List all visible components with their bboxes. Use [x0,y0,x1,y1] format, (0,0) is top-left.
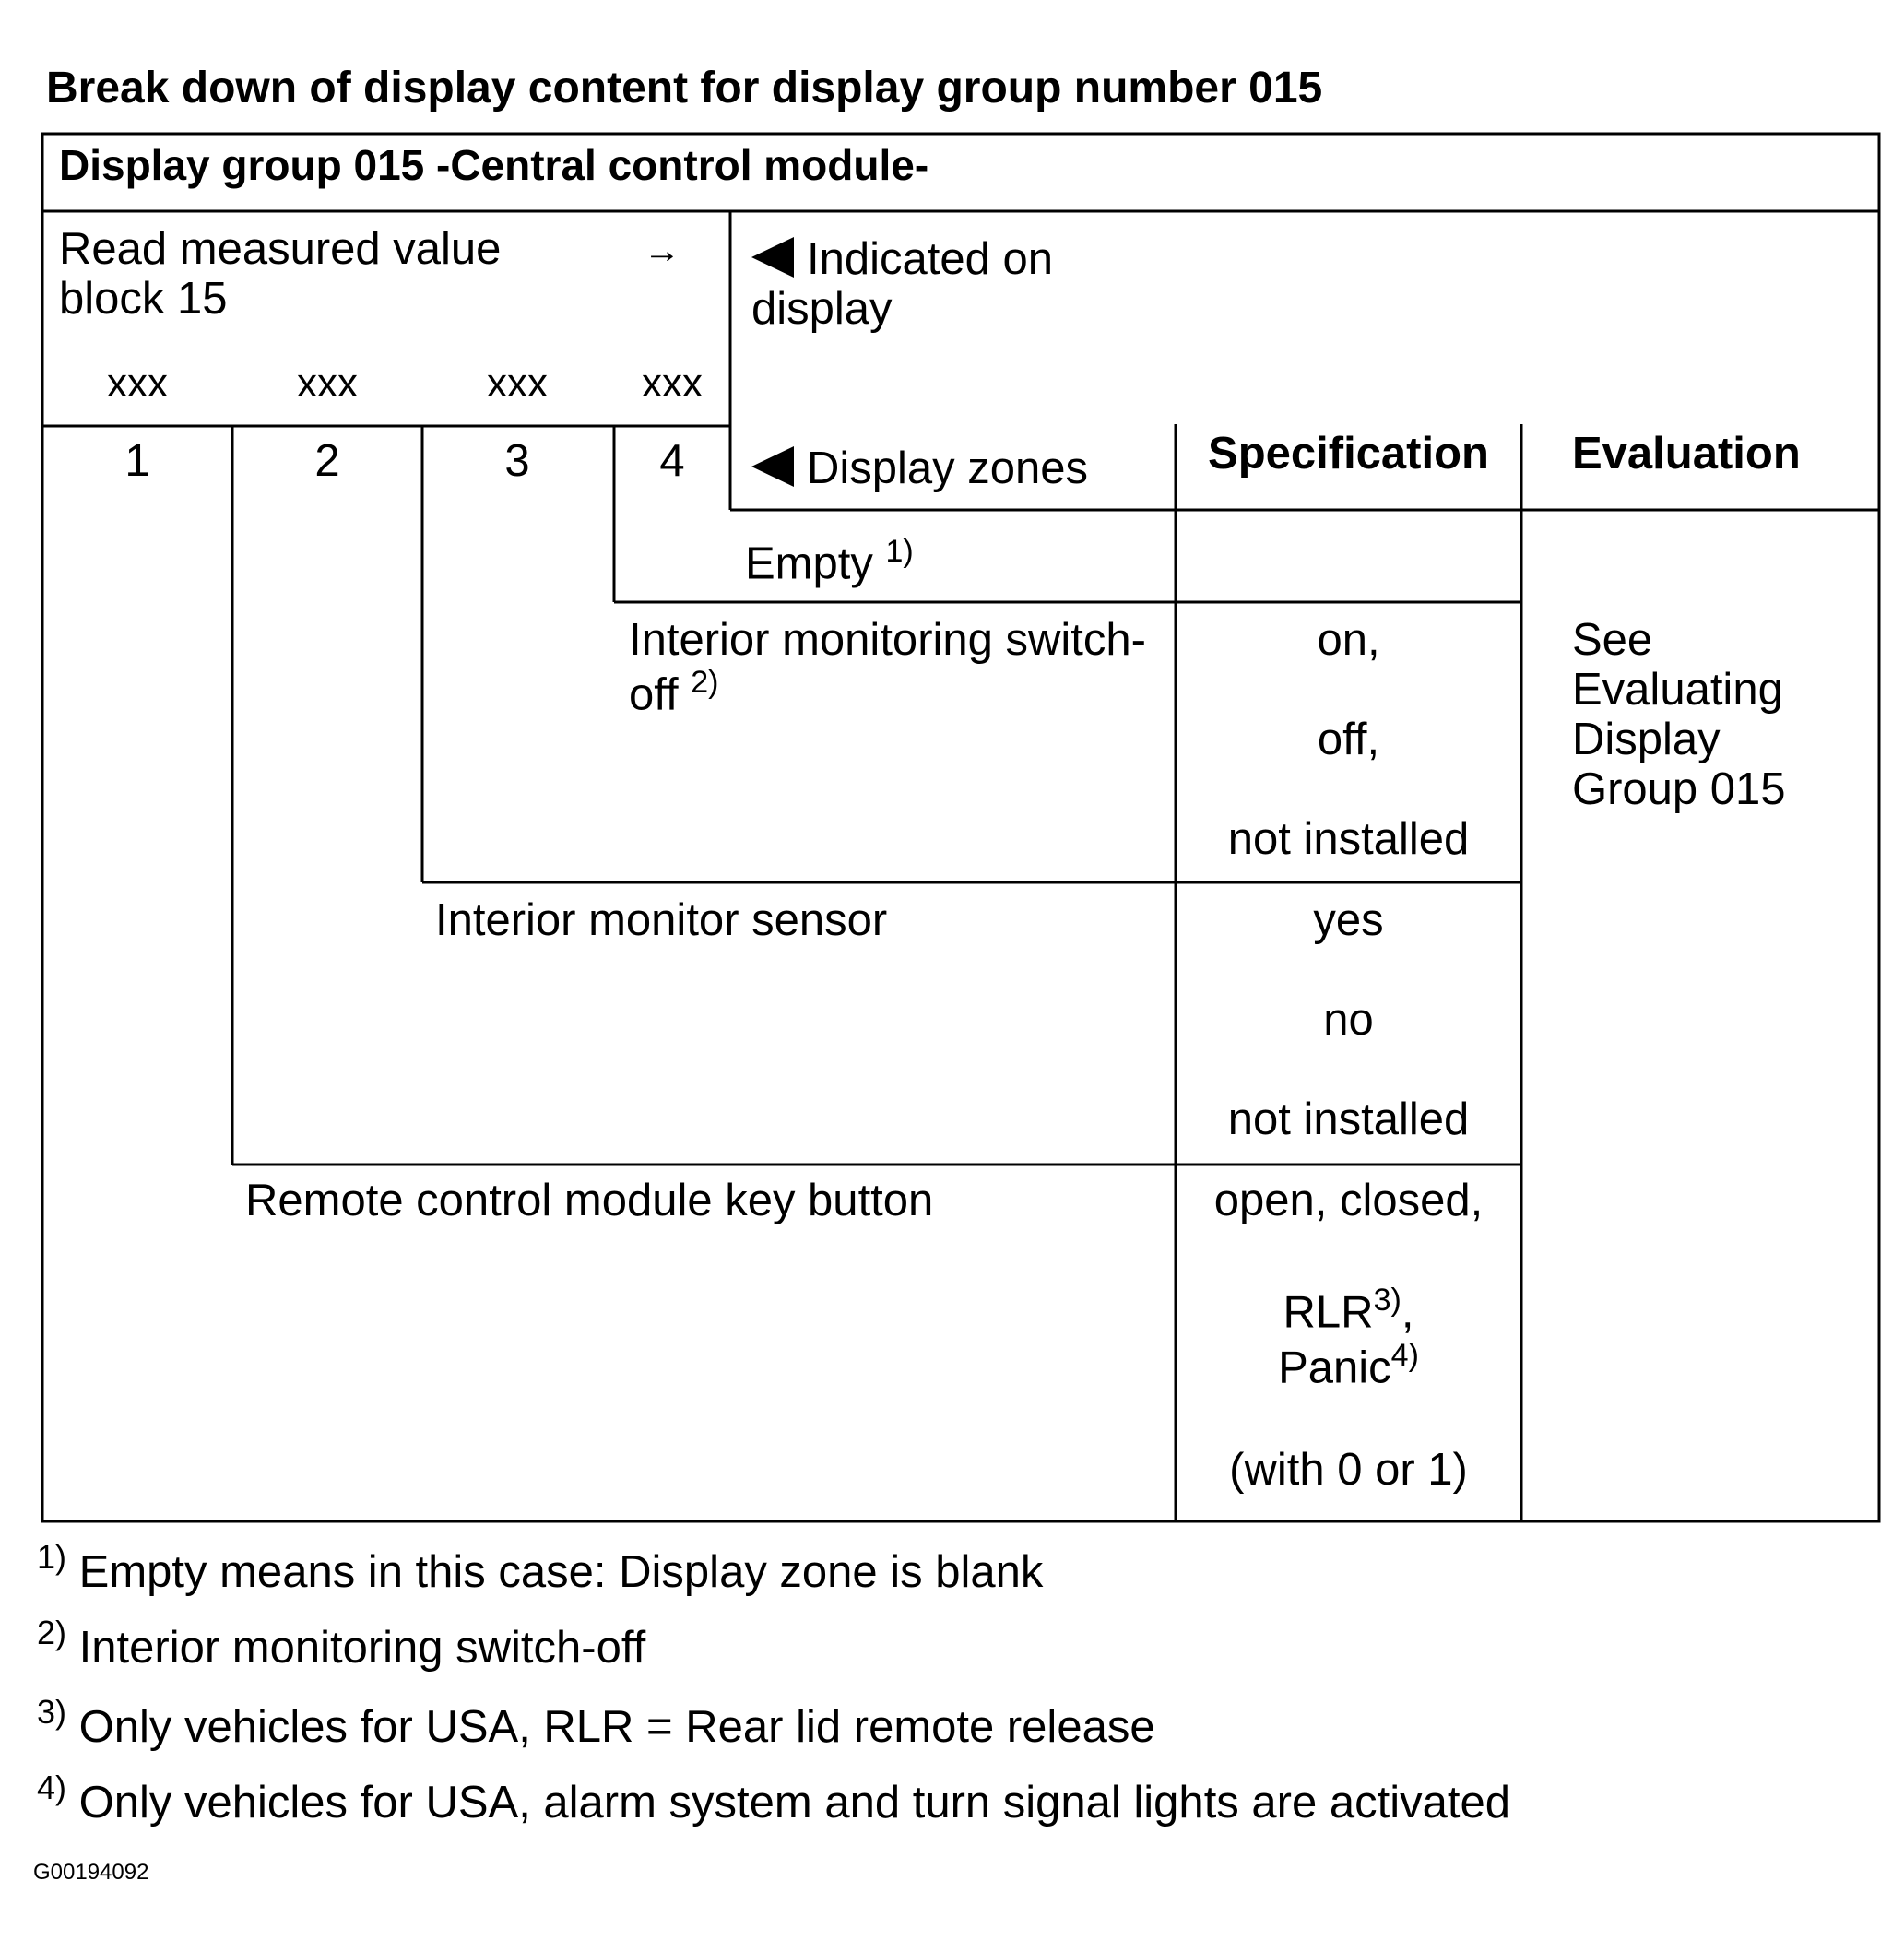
display-zones-label: Display zones [751,444,1088,494]
footnote-text-3: Only vehicles for USA, RLR = Rear lid re… [78,1701,1155,1752]
footnote-mark-2: 2) [37,1614,67,1651]
triangle-left-icon [751,237,794,278]
zone-number-3: 3 [504,436,530,486]
footnote-text-1: Empty means in this case: Display zone i… [78,1546,1044,1597]
xxx-1: xxx [107,361,168,406]
footnote-4: 4) Only vehicles for USA, alarm system a… [37,1768,1510,1828]
zone-number-4: 4 [659,436,685,486]
footnote-2: 2) Interior monitoring switch-off [37,1614,645,1674]
footnote-1: 1) Empty means in this case: Display zon… [37,1538,1043,1598]
footnote-ref-2: 2) [691,664,719,700]
xxx-3: xxx [487,361,548,406]
row-empty-label: Empty 1) [745,534,914,590]
read-block-label: Read measured value block 15 [59,224,502,325]
evaluation-line-1: See [1572,615,1653,665]
spec-rlr: RLR3), [1176,1283,1521,1339]
triangle-left-icon [751,446,794,487]
footnote-text-2: Interior monitoring switch-off [78,1622,646,1673]
footnote-ref-3: 3) [1373,1283,1401,1318]
spec-rlr-text: RLR [1283,1287,1374,1338]
footnote-mark-3: 3) [37,1693,67,1731]
zone-number-2: 2 [314,436,340,486]
footnote-mark-1: 1) [37,1538,67,1576]
row-sensor-label: Interior monitor sensor [435,895,888,945]
spec-not-installed-1: not installed [1227,814,1470,864]
arrow-right-icon: → [644,231,680,271]
xxx-2: xxx [297,361,358,406]
footnote-ref-1: 1) [885,534,914,569]
row-switch-off-label: Interior monitoring switch- off 2) [629,615,1146,720]
row-switch-off-line1: Interior monitoring switch- [629,615,1146,665]
group-header: Display group 015 -Central control modul… [59,141,929,189]
evaluation-text: See Evaluating Display Group 015 [1572,615,1786,815]
evaluation-line-2: Evaluating [1572,664,1783,715]
evaluation-line-4: Group 015 [1572,763,1786,814]
footnote-ref-4: 4) [1390,1338,1419,1373]
evaluation-header: Evaluation [1572,429,1801,479]
display-zones-text: Display zones [807,444,1089,493]
spec-on: on, [1317,615,1380,665]
spec-panic-text: Panic [1278,1343,1391,1393]
indicated-on-display-label: Indicated on display [751,234,1053,335]
spec-not-installed-2: not installed [1227,1094,1470,1144]
read-block-line2: block 15 [59,273,228,324]
row-remote-label: Remote control module key button [245,1176,934,1225]
specification-header: Specification [1208,429,1489,479]
spec-rlr-comma: , [1401,1287,1414,1338]
spec-off: off, [1317,715,1380,764]
spec-with-0-or-1: (with 0 or 1) [1229,1445,1468,1495]
row-empty-text: Empty [745,538,873,589]
spec-panic: Panic4) [1176,1338,1521,1394]
xxx-4: xxx [642,361,703,406]
footnote-3: 3) Only vehicles for USA, RLR = Rear lid… [37,1693,1155,1753]
spec-yes: yes [1313,895,1384,945]
evaluation-line-3: Display [1572,714,1721,764]
spec-open-closed: open, closed, [1213,1176,1484,1225]
footnote-mark-4: 4) [37,1768,67,1806]
indicated-line2: display [751,283,893,334]
spec-no: no [1323,995,1374,1045]
figure-code: G00194092 [33,1860,149,1885]
row-switch-off-line2: off [629,669,679,720]
indicated-line1: Indicated on [807,234,1053,284]
zone-number-1: 1 [124,436,150,486]
footnote-text-4: Only vehicles for USA, alarm system and … [78,1777,1510,1828]
page-title: Break down of display content for displa… [46,64,1323,112]
read-block-line1: Read measured value [59,224,502,274]
